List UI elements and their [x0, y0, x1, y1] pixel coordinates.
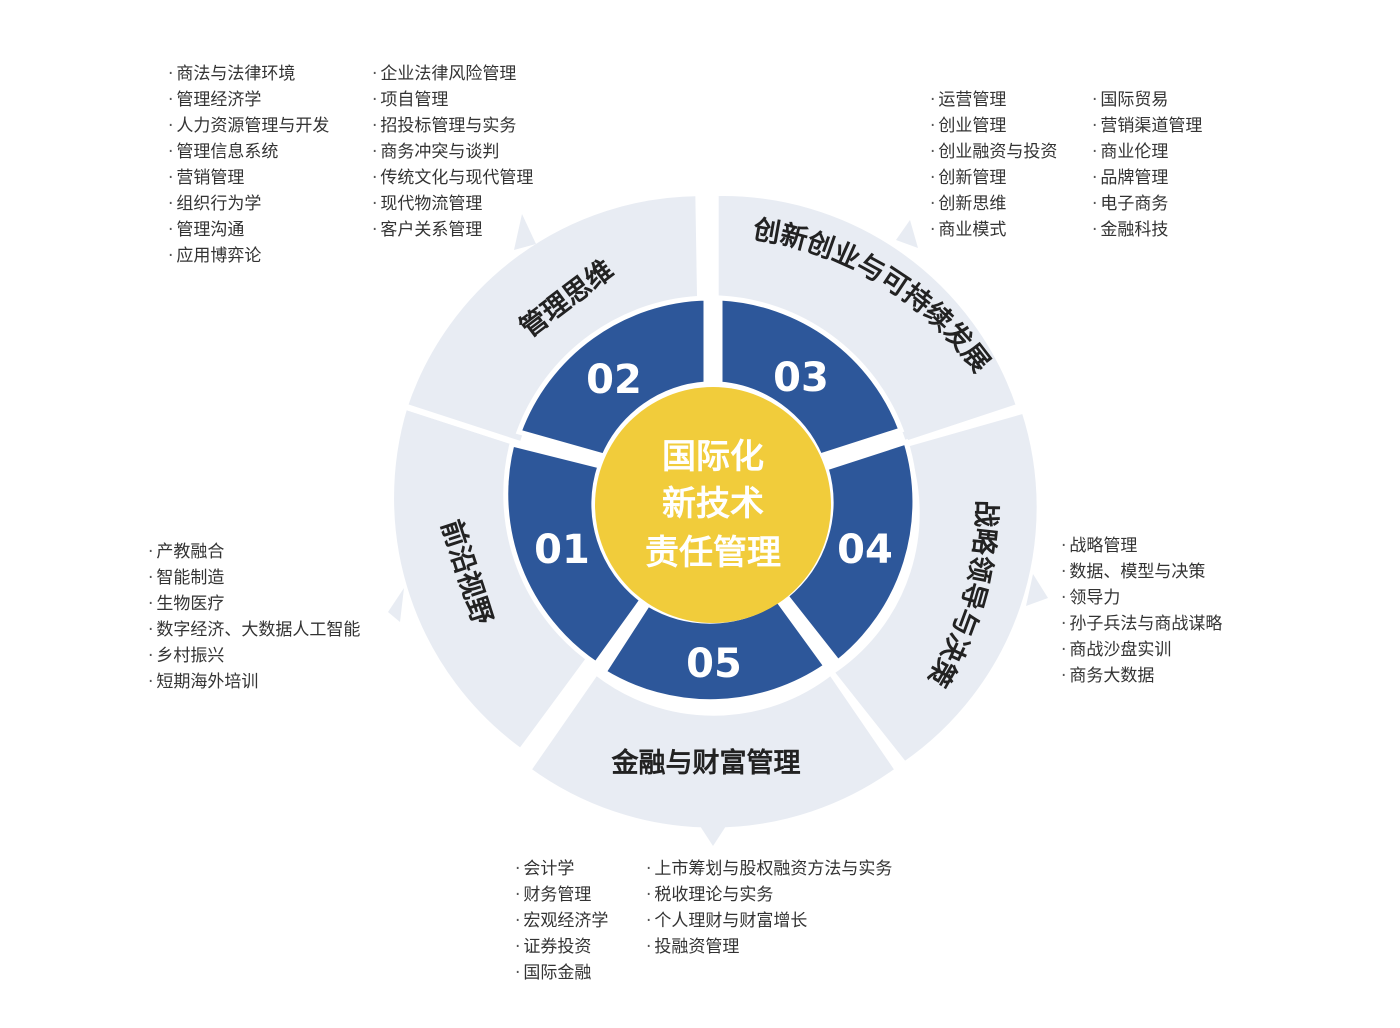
- segment-number-02: 02: [586, 357, 642, 403]
- course-item: 创业融资与投资: [930, 139, 1057, 165]
- course-item: 上市筹划与股权融资方法与实务: [646, 856, 892, 882]
- course-item: 商法与法律环境: [168, 61, 329, 87]
- course-item: 品牌管理: [1092, 165, 1202, 191]
- outer-segment-strategy: [826, 406, 1043, 769]
- course-item: 商业模式: [930, 217, 1057, 243]
- outer-segment-finance: [523, 667, 903, 834]
- course-item: 国际贸易: [1092, 87, 1202, 113]
- outer-ring: [388, 190, 1048, 846]
- inner-segment-03: [717, 295, 905, 460]
- course-item: 生物医疗: [148, 591, 360, 617]
- course-item: 战略管理: [1061, 533, 1222, 559]
- finance-course-list-left: 会计学财务管理宏观经济学证券投资国际金融: [515, 856, 608, 986]
- course-item: 运营管理: [930, 87, 1057, 113]
- course-item: 孙子兵法与商战谋略: [1061, 611, 1222, 637]
- course-item: 应用博弈论: [168, 243, 329, 269]
- course-item: 商业伦理: [1092, 139, 1202, 165]
- course-item: 投融资管理: [646, 934, 892, 960]
- innovation-course-list-left: 运营管理创业管理创业融资与投资创新管理创新思维商业模式: [930, 87, 1057, 243]
- course-item: 传统文化与现代管理: [372, 165, 533, 191]
- segment-title-finance: 金融与财富管理: [611, 747, 801, 779]
- course-item: 智能制造: [148, 565, 360, 591]
- course-item: 组织行为学: [168, 191, 329, 217]
- course-item: 金融科技: [1092, 217, 1202, 243]
- management-course-list-right: 企业法律风险管理项自管理招投标管理与实务商务冲突与谈判传统文化与现代管理现代物流…: [372, 61, 533, 243]
- course-item: 营销管理: [168, 165, 329, 191]
- course-item: 营销渠道管理: [1092, 113, 1202, 139]
- course-item: 商务大数据: [1061, 663, 1222, 689]
- course-item: 宏观经济学: [515, 908, 608, 934]
- course-item: 乡村振兴: [148, 643, 360, 669]
- course-item: 创新思维: [930, 191, 1057, 217]
- pointer-frontier: [388, 588, 404, 622]
- course-item: 管理经济学: [168, 87, 329, 113]
- course-item: 数据、模型与决策: [1061, 559, 1222, 585]
- pointer-finance: [700, 826, 726, 846]
- pointer-innovation: [896, 220, 918, 248]
- segment-number-01: 01: [534, 527, 590, 573]
- segment-number-03: 03: [773, 355, 829, 401]
- course-item: 证券投资: [515, 934, 608, 960]
- course-item: 商战沙盘实训: [1061, 637, 1222, 663]
- course-item: 企业法律风险管理: [372, 61, 533, 87]
- course-item: 电子商务: [1092, 191, 1202, 217]
- inner-ring: [503, 295, 918, 705]
- course-item: 财务管理: [515, 882, 608, 908]
- inner-segment-01: [503, 440, 646, 668]
- frontier-course-list: 产教融合智能制造生物医疗数字经济、大数据人工智能乡村振兴短期海外培训: [148, 539, 360, 695]
- course-item: 现代物流管理: [372, 191, 533, 217]
- strategy-course-list: 战略管理数据、模型与决策领导力孙子兵法与商战谋略商战沙盘实训商务大数据: [1061, 533, 1222, 689]
- course-item: 数字经济、大数据人工智能: [148, 617, 360, 643]
- center-circle: [595, 387, 831, 623]
- inner-segment-02: [515, 295, 709, 459]
- course-item: 项自管理: [372, 87, 533, 113]
- center-line-3: 责任管理: [645, 533, 781, 573]
- innovation-course-list-right: 国际贸易营销渠道管理商业伦理品牌管理电子商务金融科技: [1092, 87, 1202, 243]
- course-item: 国际金融: [515, 960, 608, 986]
- finance-course-list-right: 上市筹划与股权融资方法与实务税收理论与实务个人理财与财富增长投融资管理: [646, 856, 892, 960]
- course-item: 短期海外培训: [148, 669, 360, 695]
- management-course-list-left: 商法与法律环境管理经济学人力资源管理与开发管理信息系统营销管理组织行为学管理沟通…: [168, 61, 329, 269]
- course-item: 领导力: [1061, 585, 1222, 611]
- course-item: 创业管理: [930, 113, 1057, 139]
- course-item: 产教融合: [148, 539, 360, 565]
- course-item: 个人理财与财富增长: [646, 908, 892, 934]
- course-item: 创新管理: [930, 165, 1057, 191]
- course-item: 管理沟通: [168, 217, 329, 243]
- course-item: 人力资源管理与开发: [168, 113, 329, 139]
- course-item: 客户关系管理: [372, 217, 533, 243]
- course-item: 管理信息系统: [168, 139, 329, 165]
- segment-number-05: 05: [686, 641, 742, 687]
- course-item: 商务冲突与谈判: [372, 139, 533, 165]
- pointer-strategy: [1026, 574, 1048, 606]
- center-line-2: 新技术: [662, 484, 764, 524]
- course-item: 会计学: [515, 856, 608, 882]
- center-line-1: 国际化: [662, 437, 764, 477]
- course-item: 招投标管理与实务: [372, 113, 533, 139]
- segment-number-04: 04: [837, 527, 893, 573]
- course-item: 税收理论与实务: [646, 882, 892, 908]
